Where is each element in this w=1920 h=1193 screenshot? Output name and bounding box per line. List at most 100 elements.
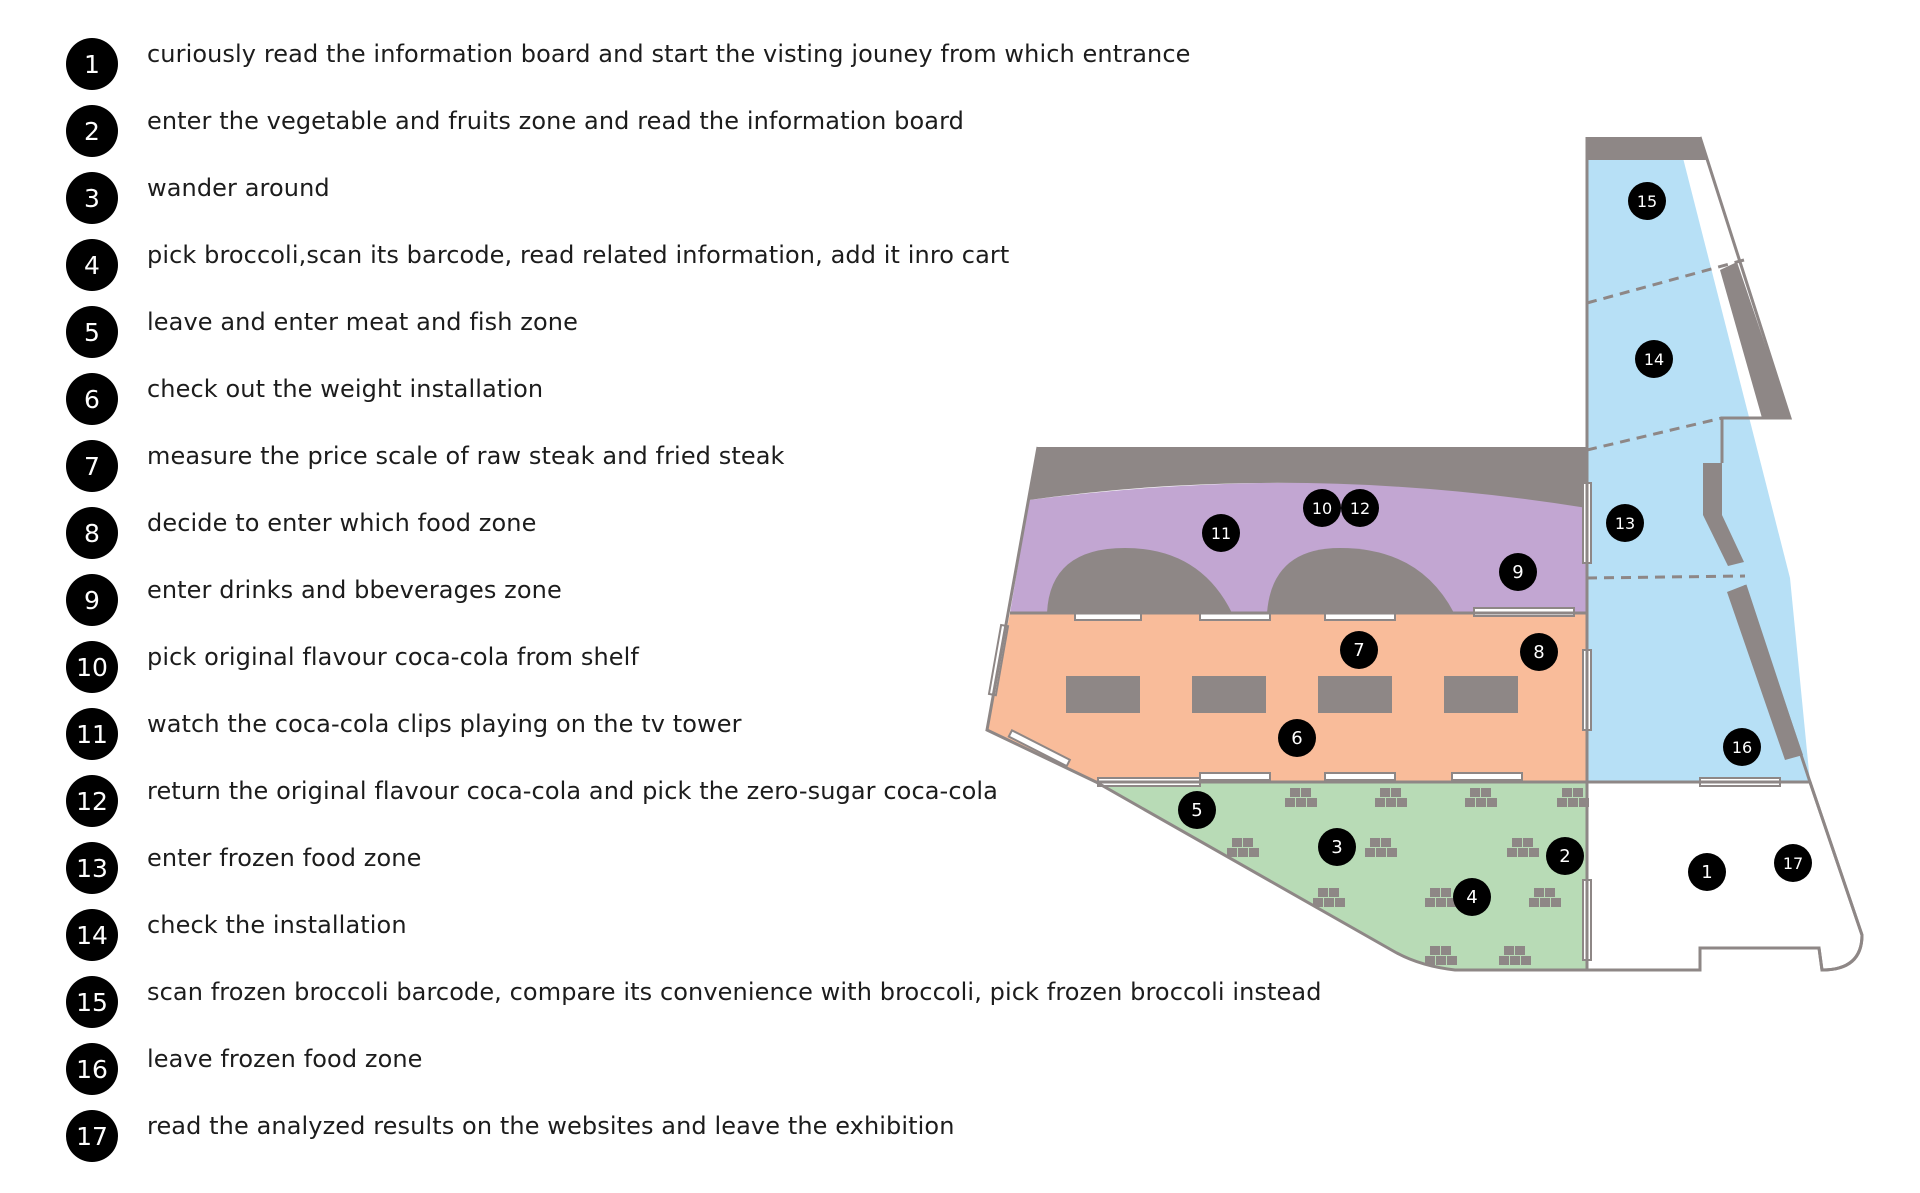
marker-label: 1 <box>1701 862 1712 883</box>
marker-label: 13 <box>1615 514 1635 533</box>
marker-circle <box>1774 844 1812 882</box>
crate-cluster <box>1557 788 1589 807</box>
frozen-wall-4 <box>1727 585 1803 760</box>
crate-cluster <box>1425 946 1457 965</box>
step-item: 9 enter drinks and bbeverages zone <box>66 574 1406 641</box>
crate-cluster <box>1285 788 1317 807</box>
marker-circle <box>1606 504 1644 542</box>
marker-label: 9 <box>1512 562 1523 583</box>
step-number: 10 <box>66 641 118 693</box>
step-number: 11 <box>66 708 118 760</box>
marker-circle <box>1341 489 1379 527</box>
step-text: decide to enter which food zone <box>147 509 537 537</box>
step-number: 5 <box>66 306 118 358</box>
step-text: leave and enter meat and fish zone <box>147 308 578 336</box>
tv-tower-dome-right <box>1267 548 1454 613</box>
marker-label: 12 <box>1350 499 1370 518</box>
crate-cluster <box>1507 838 1539 857</box>
marker-circle <box>1499 553 1537 591</box>
marker-label: 16 <box>1732 738 1752 757</box>
step-text: scan frozen broccoli barcode, compare it… <box>147 978 1322 1006</box>
step-text: enter frozen food zone <box>147 844 422 872</box>
marker-circle <box>1340 631 1378 669</box>
marker-circle <box>1635 340 1673 378</box>
crate-cluster <box>1313 888 1345 907</box>
marker-label: 7 <box>1353 640 1364 661</box>
marker-circle <box>1546 837 1584 875</box>
steps-list: 1 curiously read the information board an… <box>66 38 1406 1177</box>
map-marker: 4 <box>1453 878 1491 916</box>
marker-label: 10 <box>1312 499 1332 518</box>
crate-cluster <box>1465 788 1497 807</box>
marker-circle <box>1303 489 1341 527</box>
marker-label: 3 <box>1331 837 1342 858</box>
step-number: 3 <box>66 172 118 224</box>
map-marker: 2 <box>1546 837 1584 875</box>
map-marker: 8 <box>1520 633 1558 671</box>
marker-circle <box>1318 828 1356 866</box>
step-text: check out the weight installation <box>147 375 544 403</box>
step-text: leave frozen food zone <box>147 1045 423 1073</box>
drinks-back-wall <box>1029 447 1587 508</box>
step-item: 4 pick broccoli,scan its barcode, read re… <box>66 239 1406 306</box>
step-number: 15 <box>66 976 118 1028</box>
step-item: 1 curiously read the information board an… <box>66 38 1406 105</box>
step-text: measure the price scale of raw steak and… <box>147 442 785 470</box>
step-item: 8 decide to enter which food zone <box>66 507 1406 574</box>
step-number: 1 <box>66 38 118 90</box>
step-number: 8 <box>66 507 118 559</box>
step-number: 6 <box>66 373 118 425</box>
crate-cluster <box>1499 946 1531 965</box>
step-text: curiously read the information board and… <box>147 40 1191 68</box>
step-text: watch the coca-cola clips playing on the… <box>147 710 742 738</box>
display-table <box>1318 676 1392 713</box>
step-number: 14 <box>66 909 118 961</box>
step-number: 9 <box>66 574 118 626</box>
display-table <box>1192 676 1266 713</box>
tv-tower-dome-left <box>1047 548 1232 613</box>
display-table <box>1066 676 1140 713</box>
crate-cluster <box>1227 838 1259 857</box>
crate-cluster <box>1425 888 1457 907</box>
step-item: 13 enter frozen food zone <box>66 842 1406 909</box>
map-marker: 6 <box>1278 719 1316 757</box>
map-marker: 10 <box>1303 489 1341 527</box>
map-marker: 9 <box>1499 553 1537 591</box>
step-number: 13 <box>66 842 118 894</box>
step-item: 15 scan frozen broccoli barcode, compare … <box>66 976 1406 1043</box>
frozen-wall-1 <box>1720 262 1790 418</box>
step-item: 14 check the installation <box>66 909 1406 976</box>
step-item: 5 leave and enter meat and fish zone <box>66 306 1406 373</box>
step-text: pick broccoli,scan its barcode, read rel… <box>147 241 1010 269</box>
marker-label: 5 <box>1191 800 1202 821</box>
map-marker: 14 <box>1635 340 1673 378</box>
counter <box>1199 772 1271 781</box>
marker-label: 2 <box>1559 846 1570 867</box>
frozen-divider-3 <box>1586 574 1746 580</box>
marker-circle <box>1520 633 1558 671</box>
marker-label: 17 <box>1783 854 1803 873</box>
marker-circle <box>1202 514 1240 552</box>
step-text: check the installation <box>147 911 407 939</box>
marker-circle <box>1453 878 1491 916</box>
marker-label: 11 <box>1211 524 1231 543</box>
marker-label: 8 <box>1533 642 1544 663</box>
step-text: enter the vegetable and fruits zone and … <box>147 107 964 135</box>
frozen-divider-2 <box>1586 416 1723 452</box>
step-number: 4 <box>66 239 118 291</box>
crate-cluster <box>1365 838 1397 857</box>
step-item: 11 watch the coca-cola clips playing on t… <box>66 708 1406 775</box>
counter <box>1324 772 1396 781</box>
step-item: 10 pick original flavour coca-cola from s… <box>66 641 1406 708</box>
marker-label: 6 <box>1291 728 1302 749</box>
step-text: pick original flavour coca-cola from she… <box>147 643 639 671</box>
map-marker: 3 <box>1318 828 1356 866</box>
map-marker: 13 <box>1606 504 1644 542</box>
step-text: enter drinks and bbeverages zone <box>147 576 562 604</box>
